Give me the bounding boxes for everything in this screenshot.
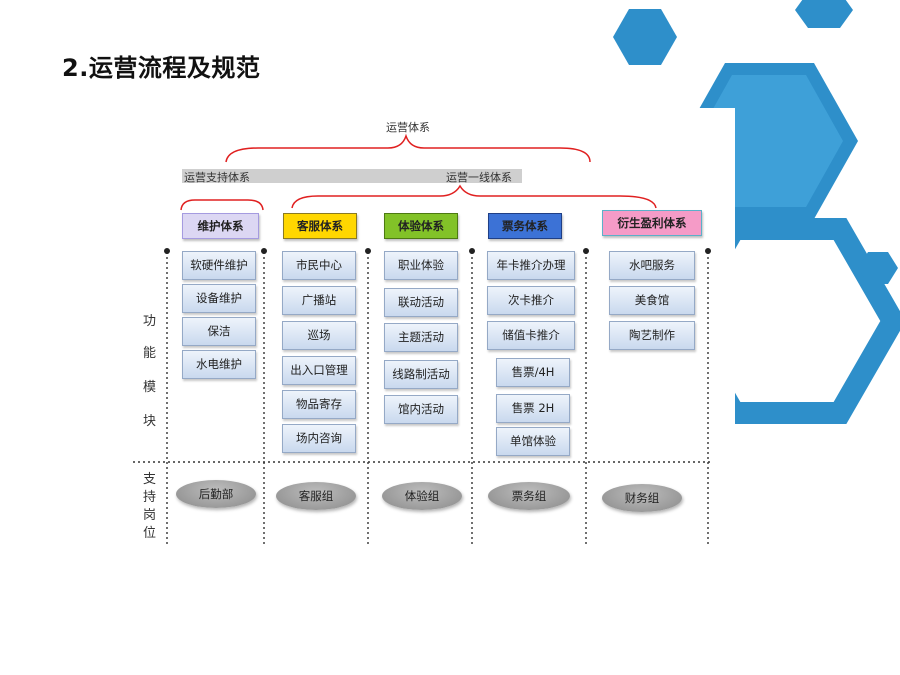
slide-title: 2.运营流程及规范	[62, 54, 261, 82]
module-item: 单馆体验	[496, 427, 570, 456]
header-experience: 体验体系	[384, 213, 458, 239]
support-position: 票务组	[488, 482, 570, 510]
module-item: 保洁	[182, 317, 256, 346]
module-item: 储值卡推介	[487, 321, 575, 350]
module-item: 美食馆	[609, 286, 695, 315]
module-item: 次卡推介	[487, 286, 575, 315]
module-item: 陶艺制作	[609, 321, 695, 350]
side-label-char: 位	[143, 526, 157, 541]
module-item: 年卡推介办理	[487, 251, 575, 280]
support-bar-label: 运营支持体系	[184, 171, 250, 184]
module-item: 职业体验	[384, 251, 458, 280]
module-item: 场内咨询	[282, 424, 356, 453]
module-item: 软硬件维护	[182, 251, 256, 280]
frontline-label: 运营一线体系	[446, 171, 512, 184]
module-item: 馆内活动	[384, 395, 458, 424]
side-label-char: 支	[143, 472, 157, 487]
module-item: 水吧服务	[609, 251, 695, 280]
support-position: 财务组	[602, 484, 682, 512]
module-item: 联动活动	[384, 288, 458, 317]
module-item: 巡场	[282, 321, 356, 350]
support-position: 后勤部	[176, 480, 256, 508]
module-item: 设备维护	[182, 284, 256, 313]
module-item: 水电维护	[182, 350, 256, 379]
module-item: 售票/4H	[496, 358, 570, 387]
side-label-char: 持	[143, 490, 157, 505]
side-label-char: 岗	[143, 508, 157, 523]
support-position: 体验组	[382, 482, 462, 510]
module-item: 线路制活动	[384, 360, 458, 389]
side-label-char: 功	[143, 314, 157, 329]
side-label-char: 块	[143, 414, 157, 429]
support-bar	[182, 169, 522, 183]
support-position: 客服组	[276, 482, 356, 510]
header-derivative-profit: 衍生盈利体系	[602, 210, 702, 236]
header-customer-service: 客服体系	[283, 213, 357, 239]
top-label: 运营体系	[386, 121, 430, 134]
module-item: 售票 2H	[496, 394, 570, 423]
header-ticketing: 票务体系	[488, 213, 562, 239]
module-item: 物品寄存	[282, 390, 356, 419]
header-maintenance: 维护体系	[182, 213, 259, 239]
module-item: 出入口管理	[282, 356, 356, 385]
module-item: 广播站	[282, 286, 356, 315]
module-item: 市民中心	[282, 251, 356, 280]
side-label-char: 模	[143, 380, 157, 395]
side-label-char: 能	[143, 346, 157, 361]
module-item: 主题活动	[384, 323, 458, 352]
